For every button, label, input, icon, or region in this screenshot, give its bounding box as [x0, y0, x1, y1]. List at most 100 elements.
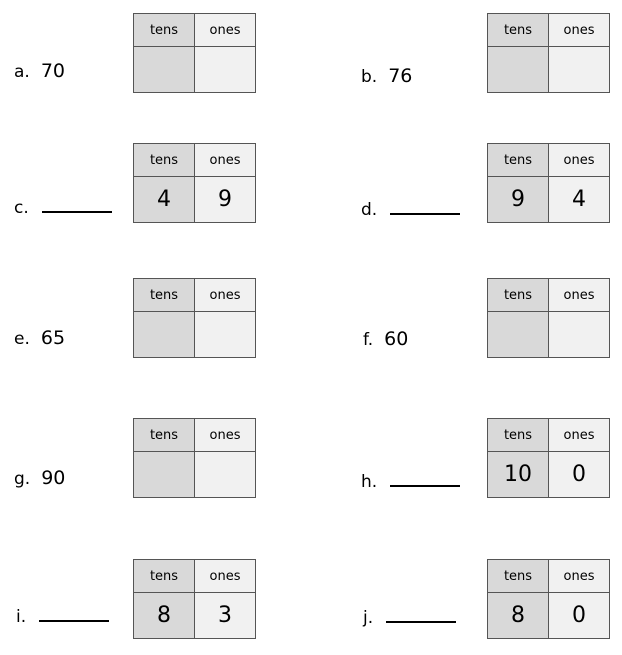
header-tens: tens	[133, 418, 195, 452]
header-tens: tens	[133, 278, 195, 312]
problem-prompt-a: a. 70	[14, 60, 65, 82]
header-ones: ones	[194, 13, 256, 47]
answer-blank-d[interactable]	[390, 202, 461, 215]
cell-tens-a[interactable]	[133, 46, 195, 93]
cell-tens-d[interactable]: 9	[487, 176, 549, 223]
answer-blank-h[interactable]	[390, 474, 461, 487]
cell-ones-f[interactable]	[548, 311, 610, 358]
problem-letter-d: d.	[361, 200, 378, 220]
problem-letter-a: a.	[14, 62, 30, 82]
cell-tens-e[interactable]	[133, 311, 195, 358]
problem-number-a: 70	[40, 60, 66, 82]
cell-ones-e[interactable]	[194, 311, 256, 358]
cell-ones-b[interactable]	[548, 46, 610, 93]
problem-letter-g: g.	[14, 469, 31, 489]
problem-letter-f: f.	[363, 330, 374, 350]
problem-number-e: 65	[40, 327, 66, 349]
header-ones: ones	[194, 278, 256, 312]
cell-ones-h[interactable]: 0	[548, 451, 610, 498]
answer-blank-j[interactable]	[386, 610, 457, 623]
problem-letter-b: b.	[361, 67, 378, 87]
problem-prompt-j: j.	[363, 608, 457, 628]
problem-number-g: 90	[41, 467, 66, 489]
problem-number-b: 76	[388, 65, 413, 87]
header-ones: ones	[548, 278, 610, 312]
header-tens: tens	[487, 418, 549, 452]
header-tens: tens	[487, 13, 549, 47]
cell-ones-g[interactable]	[194, 451, 256, 498]
cell-tens-f[interactable]	[487, 311, 549, 358]
problem-prompt-b: b. 76	[361, 65, 412, 87]
cell-tens-g[interactable]	[133, 451, 195, 498]
problem-prompt-d: d.	[361, 200, 461, 220]
problem-prompt-f: f. 60	[363, 328, 408, 350]
header-ones: ones	[194, 559, 256, 593]
header-ones: ones	[548, 13, 610, 47]
header-ones: ones	[548, 143, 610, 177]
problem-letter-h: h.	[361, 472, 378, 492]
table-row	[133, 311, 256, 358]
header-tens: tens	[487, 559, 549, 593]
answer-blank-c[interactable]	[41, 200, 112, 213]
header-tens: tens	[487, 143, 549, 177]
cell-ones-c[interactable]: 9	[194, 176, 256, 223]
answer-blank-i[interactable]	[39, 609, 110, 622]
problem-letter-c: c.	[14, 198, 29, 218]
problem-letter-e: e.	[14, 329, 30, 349]
header-tens: tens	[487, 278, 549, 312]
problem-prompt-i: i.	[16, 607, 110, 627]
cell-ones-j[interactable]: 0	[548, 592, 610, 639]
problem-letter-i: i.	[16, 607, 27, 627]
table-row	[133, 46, 256, 93]
cell-ones-i[interactable]: 3	[194, 592, 256, 639]
table-row	[133, 451, 256, 498]
problem-prompt-c: c.	[14, 198, 112, 218]
cell-tens-j[interactable]: 8	[487, 592, 549, 639]
cell-ones-d[interactable]: 4	[548, 176, 610, 223]
cell-tens-h[interactable]: 10	[487, 451, 549, 498]
header-tens: tens	[133, 143, 195, 177]
table-row	[487, 311, 610, 358]
problem-prompt-h: h.	[361, 472, 461, 492]
cell-tens-c[interactable]: 4	[133, 176, 195, 223]
cell-tens-b[interactable]	[487, 46, 549, 93]
cell-tens-i[interactable]: 8	[133, 592, 195, 639]
header-ones: ones	[194, 143, 256, 177]
cell-ones-a[interactable]	[194, 46, 256, 93]
problem-letter-j: j.	[363, 608, 374, 628]
header-ones: ones	[548, 418, 610, 452]
problem-prompt-e: e. 65	[14, 327, 65, 349]
problem-prompt-g: g. 90	[14, 467, 65, 489]
header-ones: ones	[194, 418, 256, 452]
header-tens: tens	[133, 13, 195, 47]
header-tens: tens	[133, 559, 195, 593]
header-ones: ones	[548, 559, 610, 593]
problem-number-f: 60	[384, 328, 409, 350]
table-row	[487, 46, 610, 93]
